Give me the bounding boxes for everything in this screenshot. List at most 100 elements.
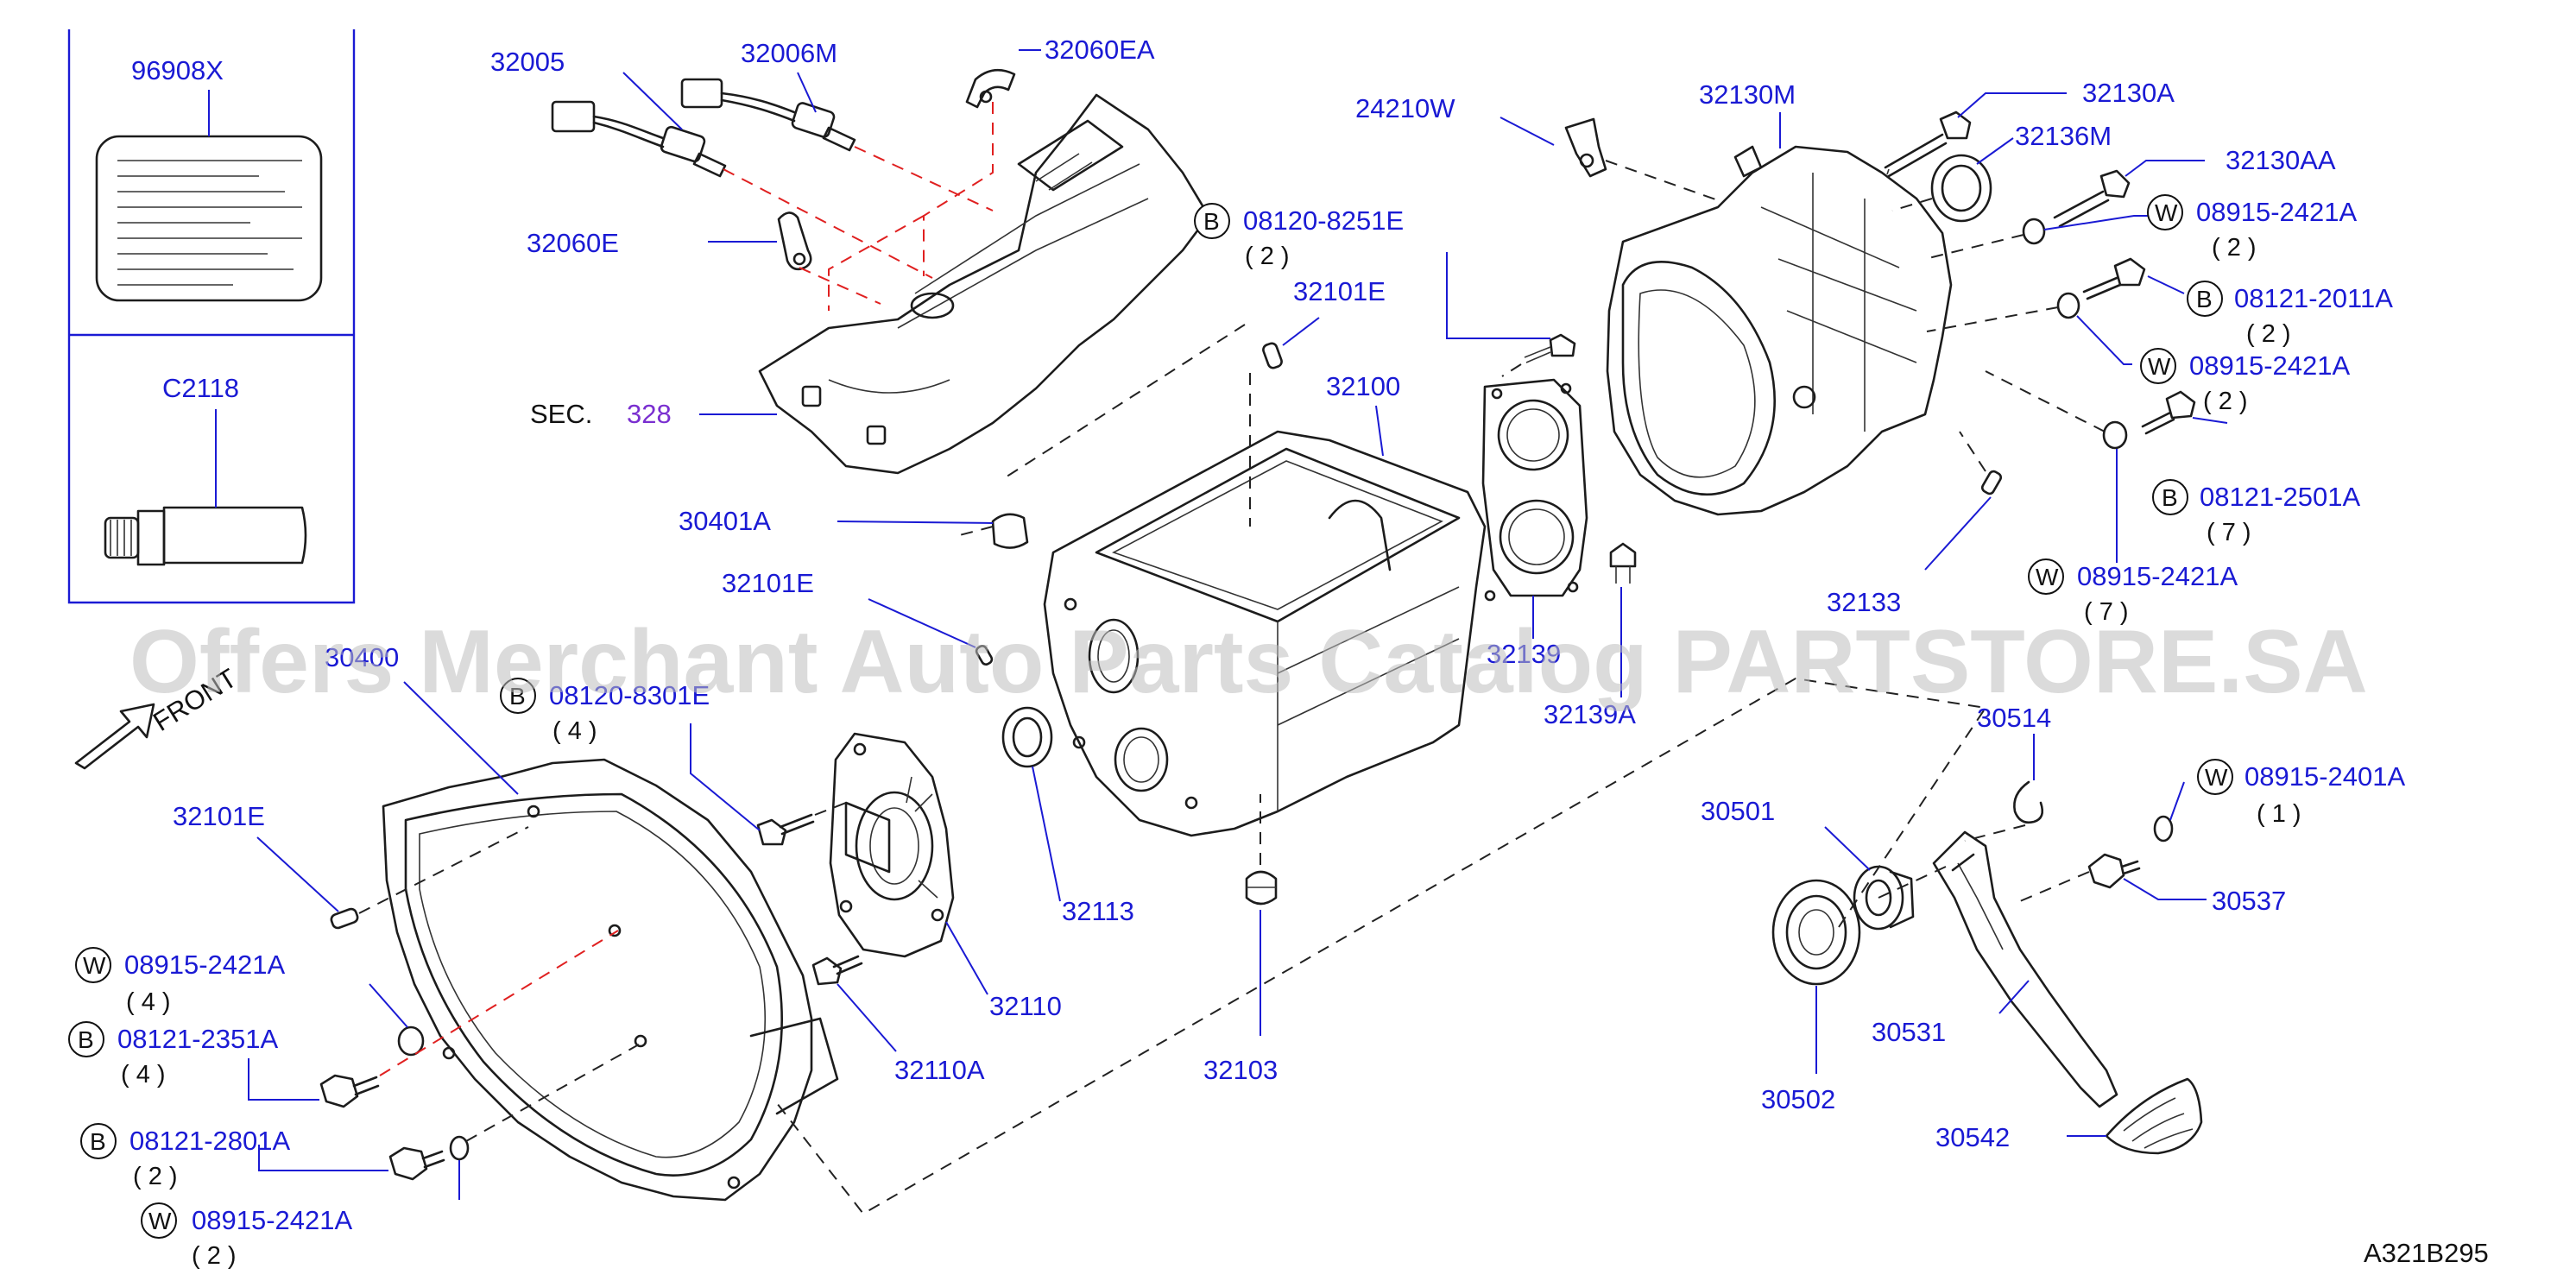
label-32113[interactable]: 32113 — [1062, 896, 1134, 926]
retainer-spring-30514 — [2013, 780, 2044, 824]
label-32130aa[interactable]: 32130AA — [2226, 145, 2336, 175]
label-32060ea[interactable]: 32060EA — [1045, 35, 1155, 65]
svg-text:( 2 ): ( 2 ) — [192, 1242, 237, 1270]
callout-08121-2801a[interactable]: B 08121-2801A ( 2 ) — [80, 1123, 290, 1190]
bearing-retainer-32110 — [829, 732, 955, 958]
callout-08915-2421a-r3[interactable]: W 08915-2421A ( 7 ) — [2028, 558, 2238, 626]
oil-seal-32136m — [1930, 154, 1992, 223]
red-guide-lines — [723, 102, 994, 311]
bolt-32110a — [811, 955, 863, 986]
label-30502[interactable]: 30502 — [1761, 1084, 1835, 1114]
label-32101e-top[interactable]: 32101E — [1293, 276, 1386, 306]
bracket-32060e — [777, 211, 812, 271]
label-30401a[interactable]: 30401A — [679, 506, 771, 536]
label-32103[interactable]: 32103 — [1203, 1055, 1278, 1085]
label-32101e-left[interactable]: 32101E — [173, 801, 265, 831]
sealant-tube-icon — [104, 506, 307, 566]
svg-text:08121-2351A: 08121-2351A — [117, 1024, 278, 1054]
callout-08121-2011a[interactable]: B 08121-2011A ( 2 ) — [2187, 281, 2393, 348]
section-reference: SEC. 328 — [530, 399, 672, 429]
clutch-housing-32130m — [1606, 145, 1953, 516]
callout-08915-2401a[interactable]: W 08915-2401A ( 1 ) — [2197, 759, 2405, 828]
label-c2118[interactable]: C2118 — [162, 373, 239, 403]
label-32110a[interactable]: 32110A — [894, 1055, 985, 1085]
label-32100[interactable]: 32100 — [1326, 371, 1400, 401]
callout-08121-2501a[interactable]: B 08121-2501A ( 7 ) — [2152, 479, 2360, 546]
label-96908x[interactable]: 96908X — [131, 55, 224, 85]
label-32005[interactable]: 32005 — [490, 47, 565, 77]
label-30542[interactable]: 30542 — [1935, 1122, 2010, 1152]
label-32139[interactable]: 32139 — [1487, 639, 1561, 669]
svg-text:08120-8251E: 08120-8251E — [1243, 205, 1404, 236]
svg-text:B: B — [78, 1026, 94, 1053]
label-30400[interactable]: 30400 — [325, 642, 399, 672]
callout-08121-2351a[interactable]: B 08121-2351A ( 4 ) — [68, 1021, 278, 1089]
svg-text:08121-2011A: 08121-2011A — [2234, 283, 2393, 313]
svg-text:B: B — [2162, 484, 2178, 511]
dowel-pin-32133 — [1980, 470, 2003, 495]
label-24210w[interactable]: 24210W — [1355, 93, 1455, 123]
svg-text:( 4 ): ( 4 ) — [552, 717, 597, 745]
dowel-pin-top — [1262, 342, 1283, 369]
callout-08915-2421a-r1[interactable]: W 08915-2421A ( 2 ) — [2147, 194, 2357, 262]
transmission-case-32100 — [1043, 430, 1487, 837]
bolt-32130a — [1884, 110, 1972, 178]
svg-text:( 4 ): ( 4 ) — [121, 1061, 166, 1089]
callout-08120-8301e[interactable]: B 08120-8301E ( 4 ) — [500, 678, 710, 745]
svg-text:( 1 ): ( 1 ) — [2257, 800, 2301, 828]
svg-text:08915-2421A: 08915-2421A — [2189, 350, 2350, 381]
svg-text:08915-2421A: 08915-2421A — [192, 1205, 352, 1235]
label-32130m[interactable]: 32130M — [1699, 79, 1796, 110]
bolt-08120-8301e — [756, 813, 815, 846]
plug-32103 — [1245, 870, 1278, 906]
label-32006m[interactable]: 32006M — [741, 38, 837, 68]
label-30531[interactable]: 30531 — [1872, 1017, 1946, 1047]
label-30501[interactable]: 30501 — [1701, 796, 1775, 826]
watermark: Offers Merchant Auto Parts Catalog PARTS… — [129, 612, 2368, 712]
svg-text:( 7 ): ( 7 ) — [2207, 519, 2251, 546]
svg-text:W: W — [148, 1208, 172, 1234]
section-number-link[interactable]: 328 — [627, 399, 672, 429]
dowel-pin-mid — [975, 645, 994, 666]
bolt-32130aa — [2053, 169, 2131, 228]
washer-r3 — [2102, 420, 2128, 450]
svg-text:B: B — [1203, 208, 1220, 235]
bracket-24210w — [1564, 117, 1607, 178]
label-32110[interactable]: 32110 — [989, 991, 1062, 1021]
svg-text:W: W — [2205, 764, 2228, 791]
svg-text:( 2 ): ( 2 ) — [2203, 388, 2248, 415]
label-30514[interactable]: 30514 — [1977, 703, 2051, 733]
washer-r2 — [2056, 292, 2080, 319]
callout-08120-8251e[interactable]: B 08120-8251E ( 2 ) — [1194, 203, 1404, 270]
bolt-08121-2501a — [2141, 390, 2196, 435]
svg-text:W: W — [83, 952, 106, 979]
part-labels: 96908X C2118 32005 32006M 32060EA 32060E… — [131, 35, 2336, 1152]
bearing-sleeve-30501 — [1853, 865, 1915, 931]
label-32133[interactable]: 32133 — [1827, 587, 1901, 617]
dowel-pin-left — [330, 907, 359, 930]
legend-box — [67, 29, 356, 604]
callout-08915-2421a-l2[interactable]: W 08915-2421A ( 2 ) — [141, 1202, 352, 1270]
label-32139a[interactable]: 32139A — [1544, 699, 1636, 729]
label-plate-text-lines — [117, 160, 302, 286]
withdrawal-lever-30531 — [1932, 830, 2118, 1108]
svg-text:08121-2801A: 08121-2801A — [129, 1126, 290, 1156]
label-30537[interactable]: 30537 — [2212, 886, 2286, 916]
svg-text:( 4 ): ( 4 ) — [126, 988, 171, 1016]
callout-08915-2421a-r2[interactable]: W 08915-2421A ( 2 ) — [2140, 348, 2350, 415]
svg-text:B: B — [2196, 286, 2213, 312]
label-32101e-mid[interactable]: 32101E — [722, 568, 814, 598]
bolt-08121-2351a — [319, 1074, 380, 1108]
bolt-08120-8251e — [1524, 333, 1576, 363]
svg-text:W: W — [2148, 353, 2171, 380]
bracket-32060ea — [965, 68, 1016, 109]
callout-08915-2421a-l1[interactable]: W 08915-2421A ( 4 ) — [75, 947, 285, 1016]
label-32136m[interactable]: 32136M — [2015, 121, 2112, 151]
front-arrow-icon — [74, 703, 155, 770]
dust-boot-30542 — [2105, 1077, 2203, 1155]
switch-32006m — [680, 78, 856, 152]
label-32130a[interactable]: 32130A — [2082, 78, 2175, 108]
washer-30537 — [2153, 815, 2174, 842]
label-32060e[interactable]: 32060E — [527, 228, 619, 258]
